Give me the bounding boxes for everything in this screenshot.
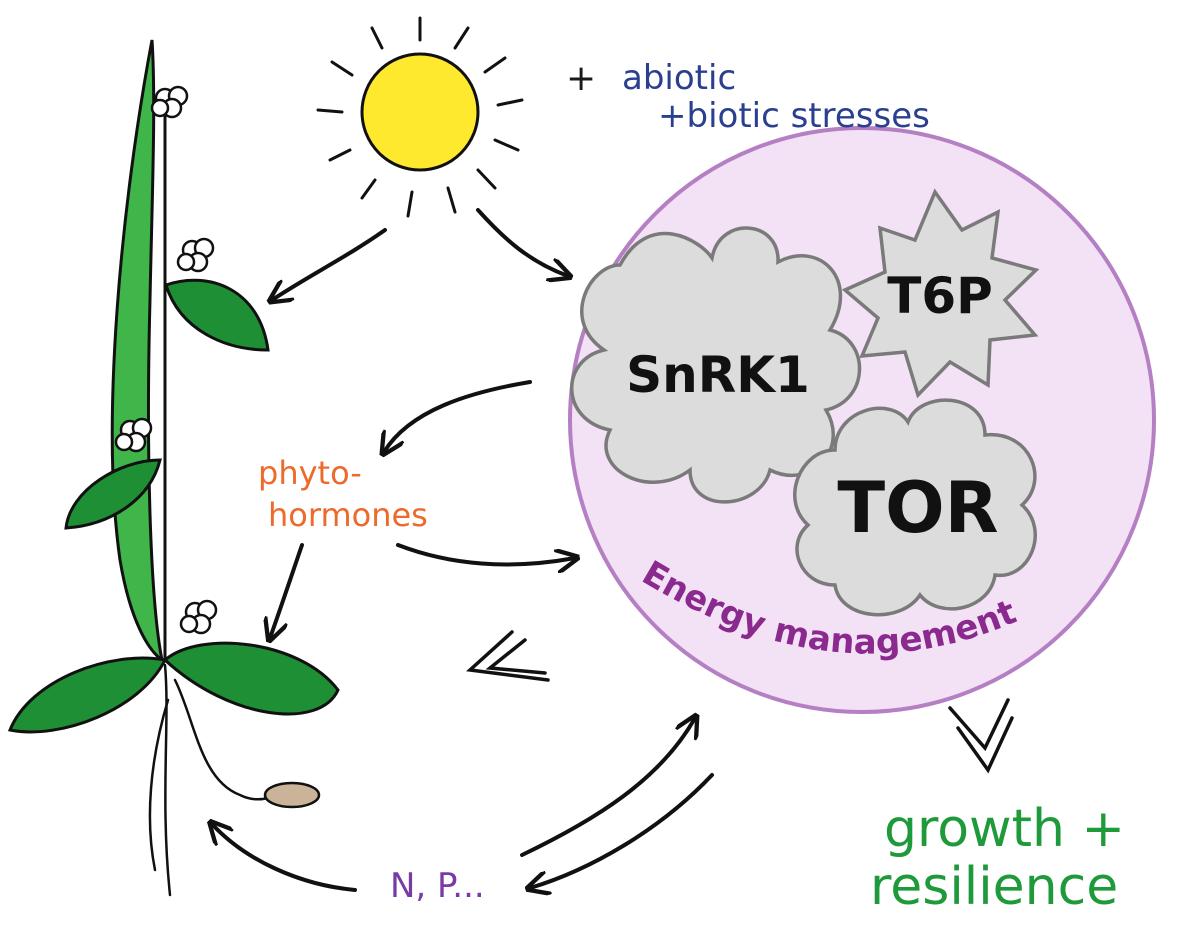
arrow-sun-to-circle bbox=[476, 208, 568, 276]
outcome-line-2: resilience bbox=[870, 857, 1119, 917]
t6p-blob bbox=[841, 188, 1040, 399]
double-chevron-down bbox=[948, 698, 1014, 774]
tor-blob bbox=[793, 398, 1037, 617]
hormones-line-2: hormones bbox=[268, 496, 428, 534]
tor-label: TOR bbox=[837, 467, 998, 549]
arrow-sun-to-leaf bbox=[272, 228, 387, 300]
hormones-line-1: phyto- bbox=[258, 454, 362, 492]
stress-line-abiotic: abiotic bbox=[622, 58, 737, 98]
sun-icon bbox=[316, 16, 524, 218]
outcome-line-1: growth + bbox=[884, 799, 1126, 859]
arrow-hormones-to-circle bbox=[396, 543, 575, 564]
nutrients-label: N, P... bbox=[390, 866, 485, 906]
t6p-label: T6P bbox=[887, 267, 993, 325]
snrk1-label: SnRK1 bbox=[626, 346, 810, 404]
plant-illustration bbox=[7, 39, 340, 897]
arrow-circle-to-nutrients bbox=[530, 773, 714, 888]
stress-line-biotic: +biotic stresses bbox=[658, 96, 930, 136]
arrow-hormones-to-plant bbox=[270, 543, 304, 638]
arrow-nutrients-to-circle bbox=[520, 718, 695, 857]
double-chevron-left bbox=[466, 630, 550, 682]
arrow-circle-to-hormones bbox=[384, 380, 532, 452]
arrow-nutrients-to-root bbox=[212, 824, 357, 892]
stress-plus: + bbox=[566, 58, 597, 99]
